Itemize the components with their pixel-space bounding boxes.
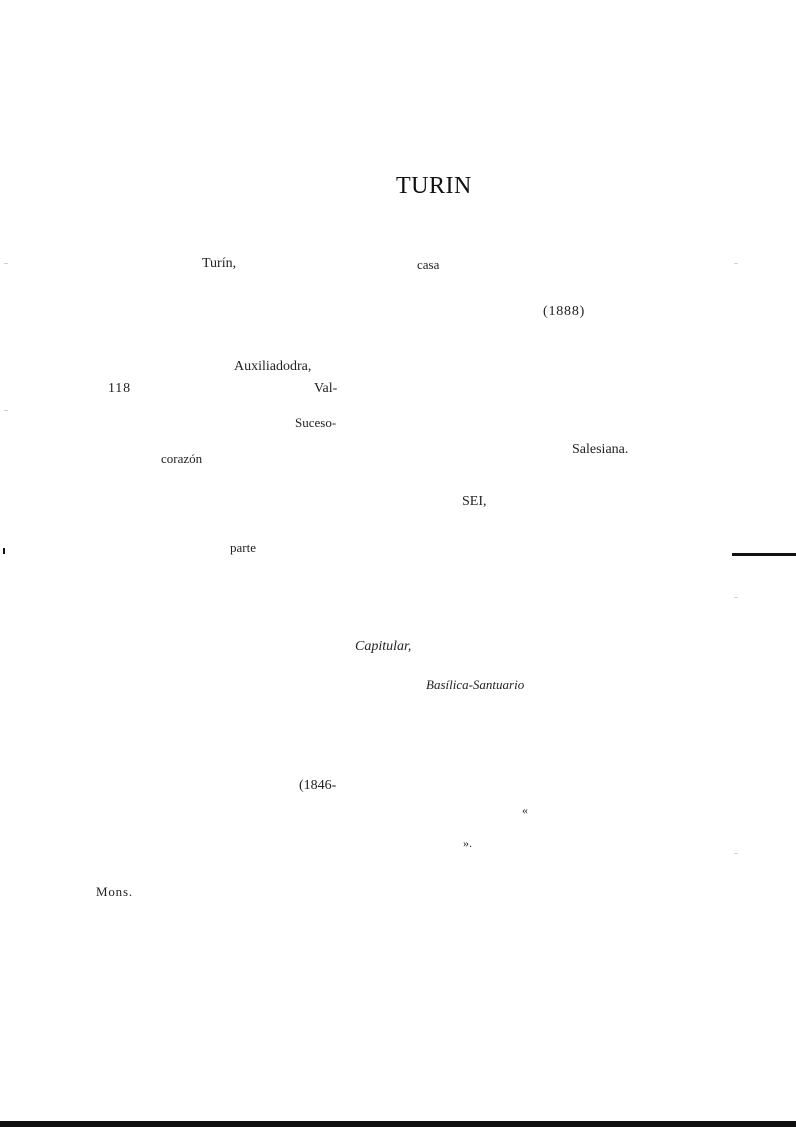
margin-mark: [4, 410, 8, 411]
page-title: TURIN: [396, 173, 472, 199]
word-casa: casa: [417, 257, 440, 272]
bottom-edge-rule: [0, 1121, 796, 1127]
word-open-quote: «: [522, 803, 528, 817]
word-capitular: Capitular,: [355, 639, 412, 654]
word-118: 118: [108, 381, 131, 396]
word-val: Val-: [314, 381, 338, 396]
word-turin: Turín,: [202, 256, 237, 271]
word-parte: parte: [230, 540, 256, 555]
margin-mark: [734, 853, 738, 854]
word-salesiana: Salesiana.: [572, 442, 629, 457]
word-auxiliadora: Auxiliadodra,: [234, 359, 312, 374]
word-mons: Mons.: [96, 884, 133, 899]
margin-mark: [4, 263, 8, 264]
left-margin-mark: [3, 548, 5, 554]
word-close-quote: ».: [463, 836, 472, 850]
margin-mark: [734, 263, 738, 264]
margin-mark: [734, 597, 738, 598]
word-sei: SEI,: [462, 494, 487, 509]
right-margin-rule: [732, 553, 796, 556]
word-year-1888: (1888): [543, 304, 586, 319]
word-suceso: Suceso-: [295, 415, 337, 430]
word-corazon: corazón: [161, 451, 203, 466]
word-basilica-santuario: Basílica-Santuario: [426, 677, 525, 692]
word-year-1846: (1846-: [299, 778, 337, 793]
